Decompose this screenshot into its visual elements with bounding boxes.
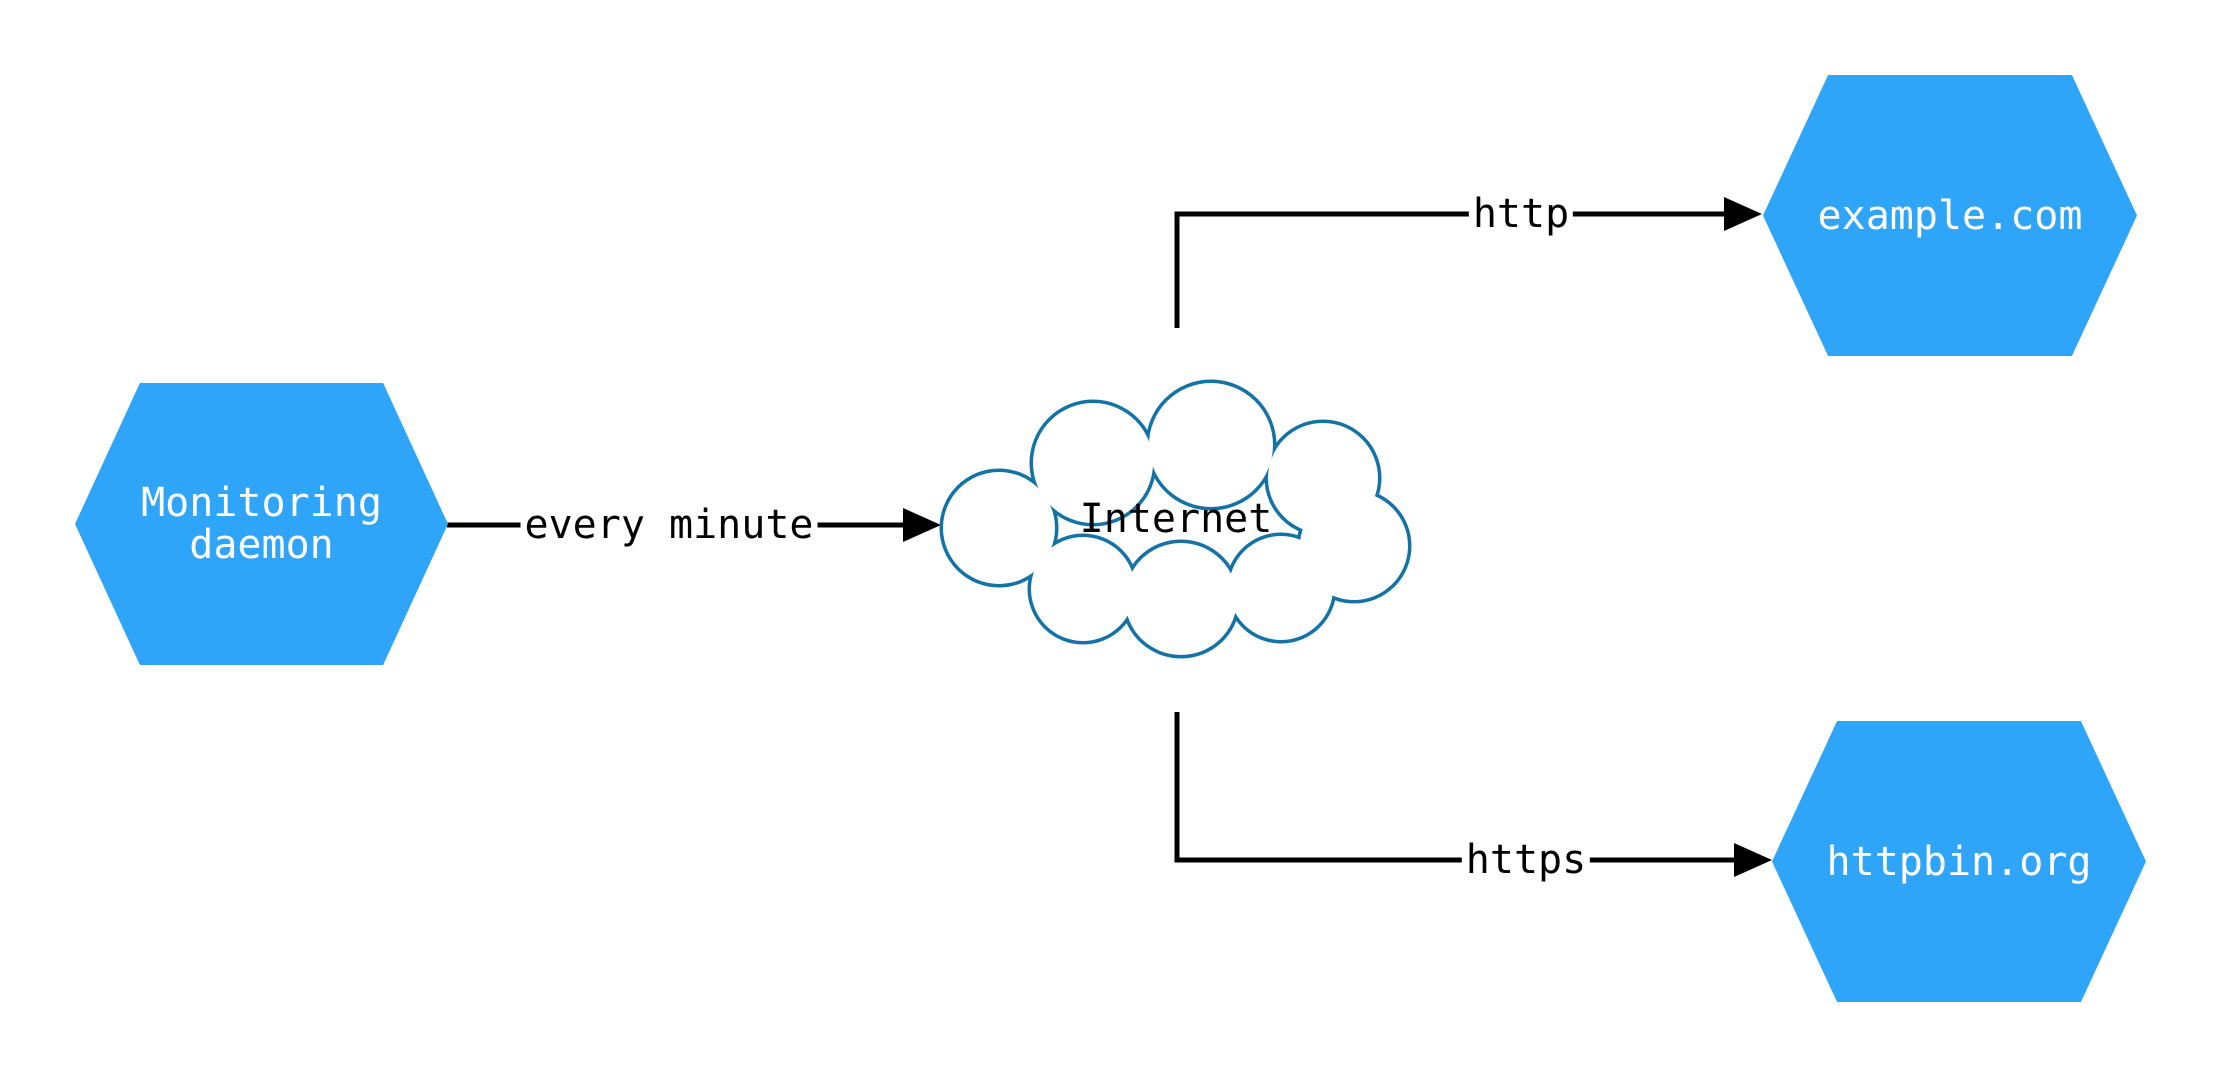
node-label-line: daemon <box>189 522 334 568</box>
node-internet-label: Internet <box>1079 496 1273 542</box>
arrowhead-icon <box>903 508 941 542</box>
edge-internet-to-example <box>1174 211 1724 328</box>
node-label: httpbin.org <box>1826 838 2092 885</box>
node-example-com: example.com <box>1763 75 2137 356</box>
edge-internet-to-httpbin <box>1174 712 1734 863</box>
node-label: example.com <box>1817 192 2083 239</box>
arrowhead-icon <box>1734 843 1772 877</box>
node-label-line: Monitoring <box>141 480 382 526</box>
cloud-icon <box>939 379 1412 659</box>
node-httpbin-org: httpbin.org <box>1772 721 2146 1002</box>
edge-label-http: http <box>1468 192 1574 236</box>
arrowhead-icon <box>1724 197 1762 231</box>
edge-label-https: https <box>1461 838 1591 882</box>
cloud-body <box>943 383 1408 655</box>
edge-label-every-minute: every minute <box>520 503 818 547</box>
node-monitoring-daemon: Monitoring daemon <box>75 383 448 665</box>
